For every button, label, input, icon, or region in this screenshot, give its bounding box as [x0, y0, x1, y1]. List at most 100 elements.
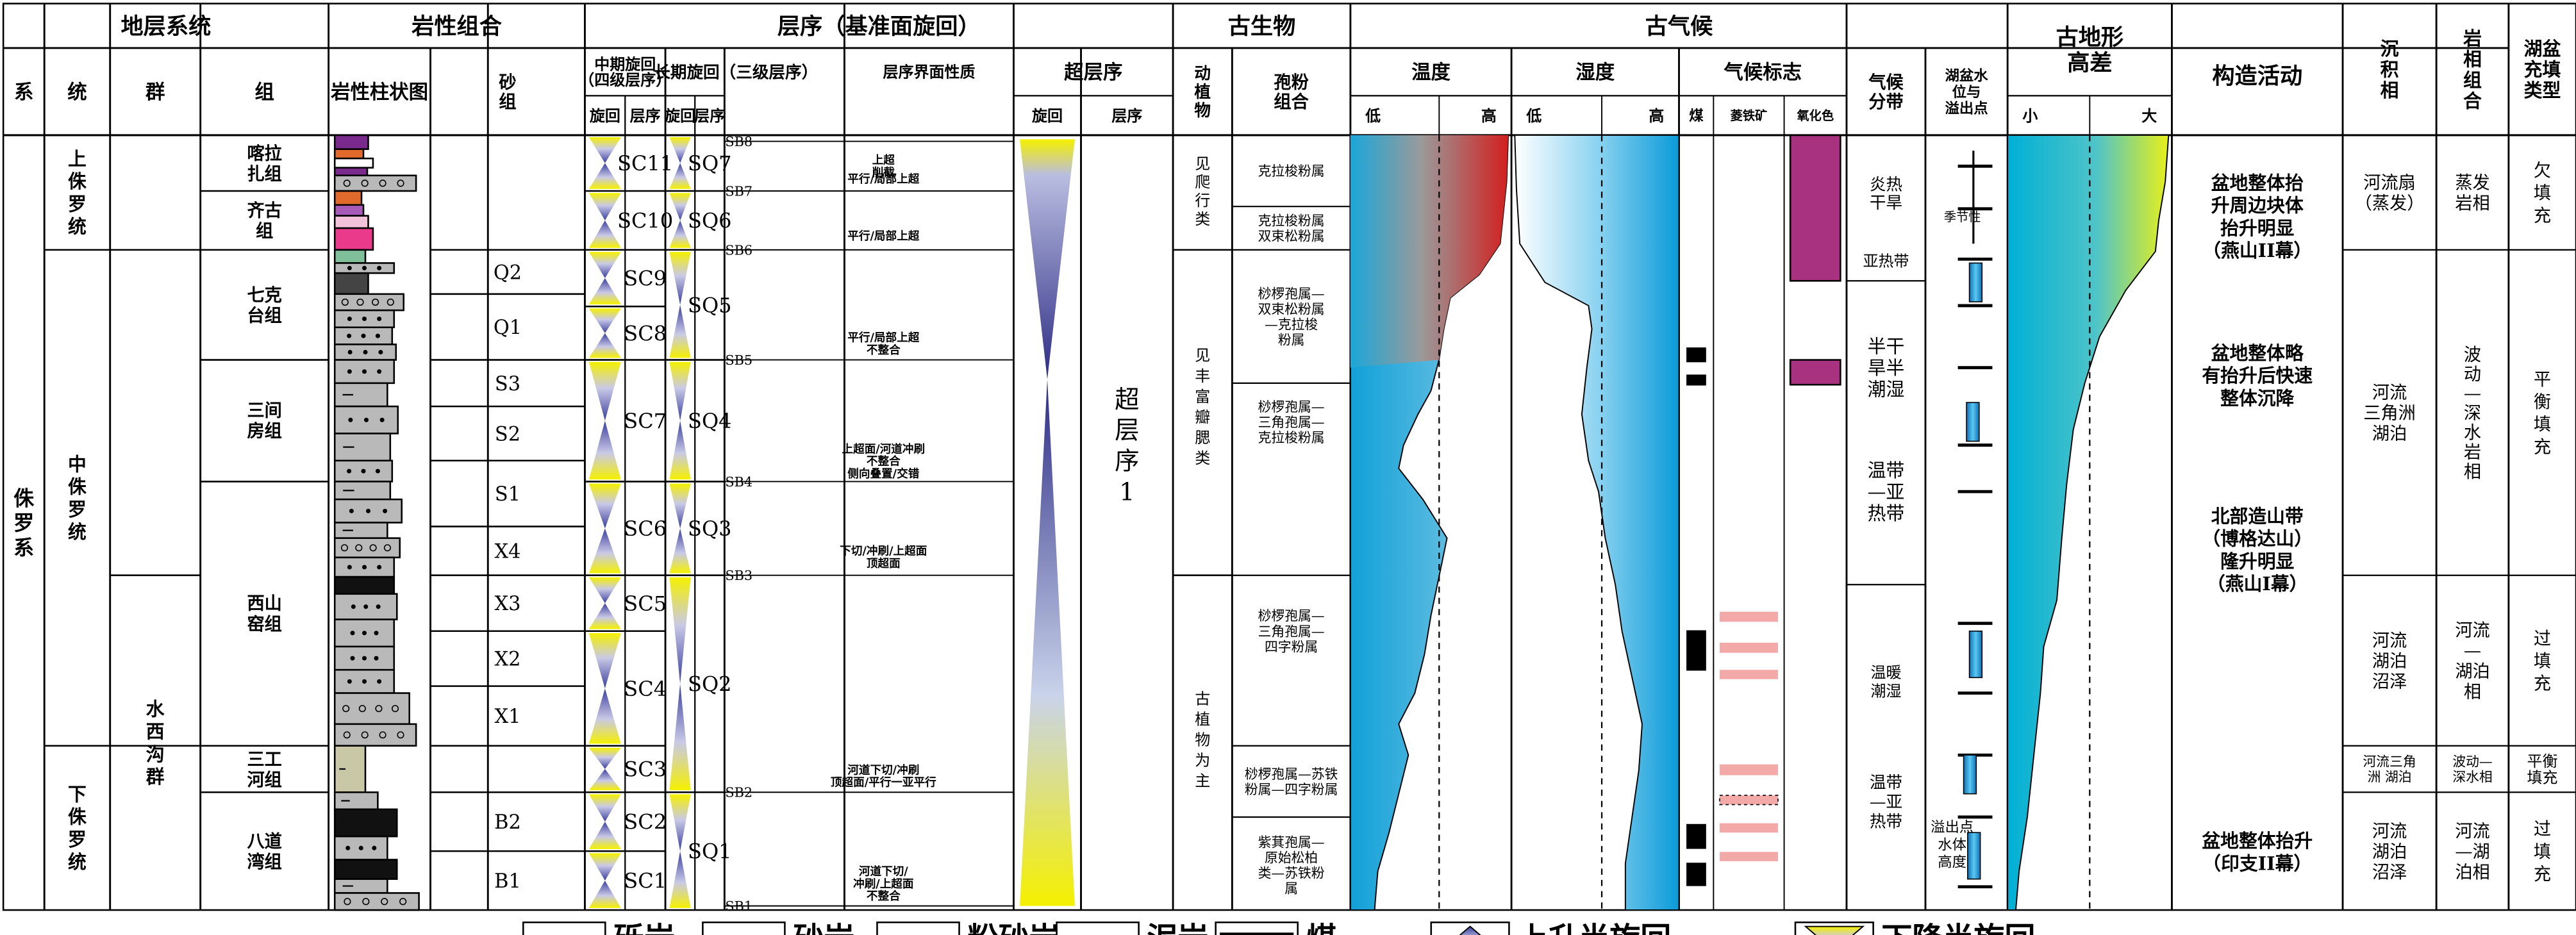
siderite-band [1719, 642, 1778, 653]
sc-label: SC10 [617, 208, 673, 233]
siderite-band [1719, 852, 1778, 861]
header-pollen: 孢粉组合 [1274, 72, 1309, 112]
boundary-label: SB7 [725, 183, 752, 199]
sand-group-label: X4 [495, 541, 521, 563]
sq-cycle-fall [669, 137, 691, 163]
sc-cycle-rise [588, 220, 621, 248]
formation-name: 喀拉扎组 [247, 143, 281, 184]
humidity-curve [1514, 134, 1680, 911]
sq-cycle-fall [669, 483, 691, 529]
sc-cycle-rise [588, 528, 621, 574]
header-humidity: 湿度 [1575, 61, 1615, 84]
boundary-note: 平行/局部上超 [847, 229, 919, 243]
legend-label: 砾岩 [613, 921, 675, 935]
formation-name: 三工河组 [247, 749, 281, 790]
legend-label: 粉砂岩 [967, 921, 1059, 935]
boundary-label: SB8 [725, 134, 752, 149]
sub-humid-low: 低 [1525, 106, 1541, 125]
header-sed-facies: 沉积相 [2381, 38, 2399, 101]
coal-bed [1686, 347, 1706, 363]
formation-name: 三间房组 [247, 401, 281, 442]
sq-cycle-rise [669, 420, 691, 480]
basin-fill: 平衡填充 [2534, 370, 2551, 458]
legend-swatch [876, 921, 960, 935]
fauna-label: 古植物为主 [1195, 690, 1210, 790]
sc-cycle-fall [588, 747, 621, 769]
group-name: 水西沟群 [146, 698, 165, 788]
sq-label: SQ7 [688, 151, 732, 176]
sq-cycle-fall [669, 252, 691, 305]
climate-zone: 温带—亚热带 [1868, 459, 1905, 524]
header-temperature: 温度 [1411, 61, 1450, 84]
litho-combo: 河流—湖泊相 [2455, 822, 2489, 882]
header-formation: 组 [254, 81, 274, 104]
legend-swatch [522, 921, 606, 935]
sc-cycle-fall [588, 577, 621, 604]
series-name: 中侏罗统 [68, 453, 87, 543]
sed-facies: 河流三角洲 湖泊 [2363, 754, 2416, 784]
super-cycle-fall [1020, 139, 1075, 379]
sand-group-label: Q1 [494, 317, 522, 339]
sc-cycle-rise [588, 333, 621, 358]
sq-cycle-rise [669, 851, 691, 908]
legend-swatch [1056, 921, 1140, 935]
sub-cycle-super: 旋回 [1031, 106, 1063, 125]
climate-zone: 温暖潮湿 [1870, 664, 1901, 700]
sand-group-label: X2 [495, 649, 521, 671]
sc-label: SC5 [624, 592, 667, 616]
lake-level-bar [1968, 630, 1983, 679]
sc-cycle-fall [588, 137, 621, 163]
sand-group-label: Q2 [494, 261, 522, 284]
header-lithology: 岩性组合 [411, 13, 503, 40]
sub-topo-big: 大 [2141, 106, 2157, 125]
legend-swatch [702, 921, 786, 935]
sed-facies: 河流湖泊沼泽 [2372, 631, 2407, 692]
bed [333, 190, 363, 206]
header-sand-group: 砂组 [499, 72, 516, 112]
sq-cycle-fall [669, 577, 691, 684]
siderite-band [1719, 611, 1778, 622]
sc-label: SC1 [624, 869, 667, 893]
sc-cycle-rise [588, 881, 621, 908]
header-tectonics: 构造活动 [2212, 63, 2302, 90]
bed [333, 892, 420, 911]
tectonic-event: 盆地整体抬升（印支II幕） [2202, 830, 2313, 874]
sub-seq-super: 层序 [1111, 106, 1142, 125]
sand-group-label: S2 [495, 423, 520, 445]
boundary-note: 上超削截 [872, 154, 895, 179]
basin-fill: 过填充 [2534, 820, 2551, 884]
sub-coal: 煤 [1689, 108, 1704, 124]
sc-label: SC6 [624, 517, 667, 541]
sub-seq-long: 层序 [694, 106, 725, 125]
bed [333, 537, 401, 559]
sub-temp-low: 低 [1365, 106, 1381, 125]
sed-facies: 河流扇（蒸发） [2355, 173, 2425, 213]
sub-seq-mid: 层序 [630, 106, 661, 125]
bed [333, 227, 374, 251]
sand-group-label: X3 [495, 593, 521, 615]
temperature-hot-zone [1350, 135, 1509, 368]
series-name: 上侏罗统 [68, 148, 87, 238]
header-system: 系 [14, 81, 33, 104]
boundary-label: SB6 [725, 242, 752, 258]
sand-group-label: B1 [494, 870, 521, 893]
formation-name: 西山窑组 [247, 593, 281, 634]
sc-label: SC4 [624, 677, 667, 701]
bed [333, 272, 369, 295]
pollen-group: 克拉梭粉属双束松粉属 [1258, 213, 1325, 244]
legend-label: 煤 [1306, 921, 1337, 935]
sq-cycle-fall [669, 794, 691, 852]
header-mid-cycle: 中期旋回（四级层序） [579, 55, 671, 89]
sc-cycle-fall [588, 633, 621, 689]
boundary-note: 河道下切/冲刷顶超面/平行一亚平行 [831, 763, 936, 789]
siderite-band [1719, 764, 1778, 775]
boundary-label: SB2 [725, 785, 752, 800]
pollen-group: 桫椤孢属—三角孢属—克拉梭粉属 [1258, 399, 1325, 445]
pollen-group: 紫萁孢属—原始松柏类—苏铁粉属 [1258, 834, 1325, 896]
header-fauna: 动植物 [1194, 64, 1211, 120]
oxidation-band [1789, 359, 1841, 386]
sc-cycle-fall [588, 252, 621, 279]
sc-label: SC11 [617, 151, 673, 176]
